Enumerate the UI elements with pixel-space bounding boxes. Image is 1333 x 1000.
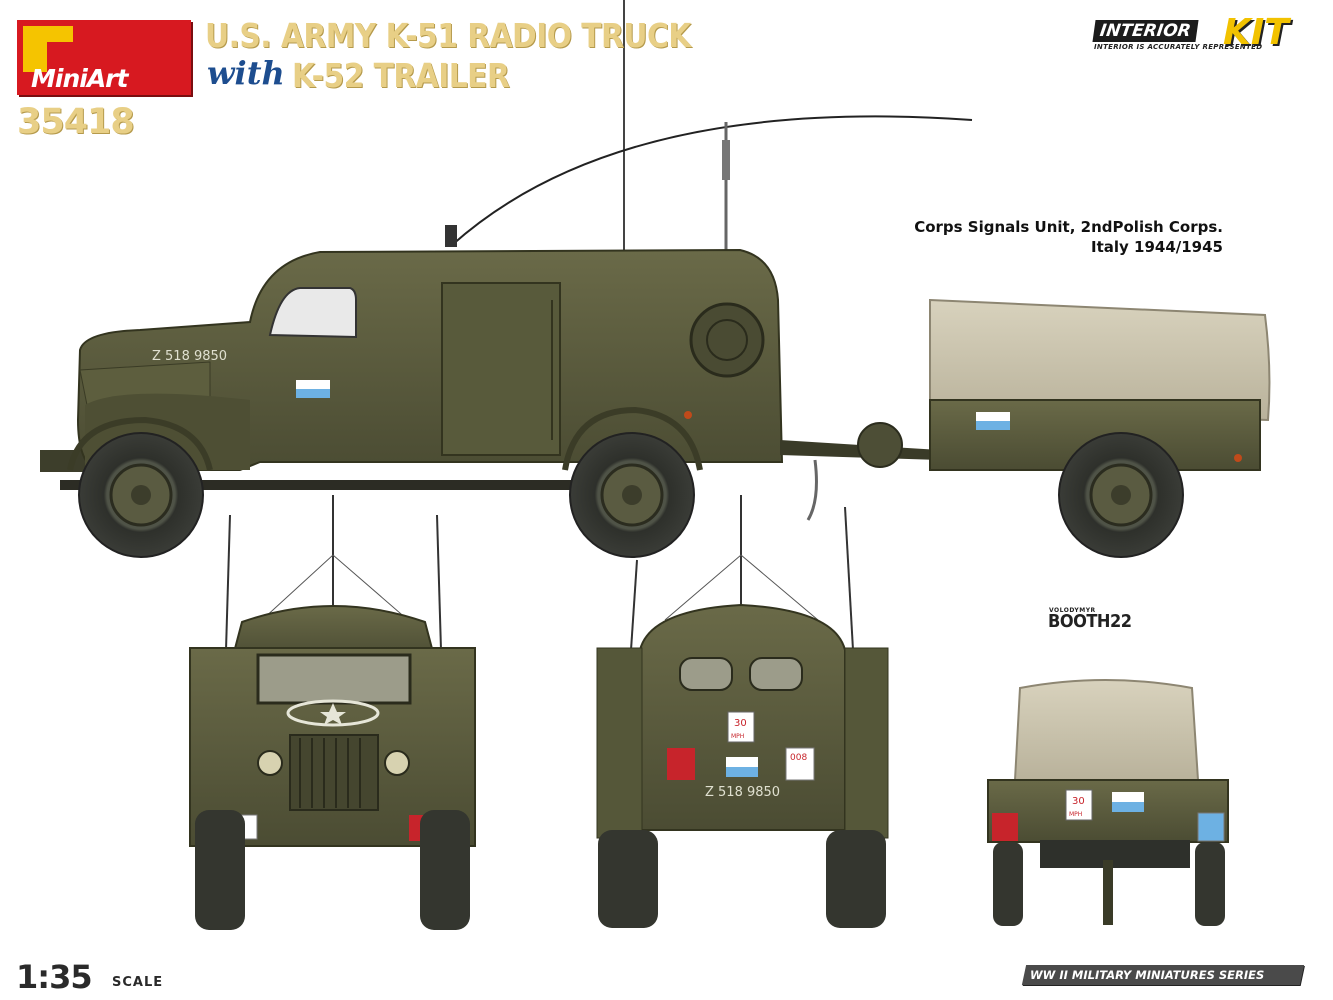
artist-signature: BOOTH22 [1048, 611, 1132, 632]
logo-wordmark: MiniArt [31, 64, 128, 93]
location-caption: Italy 1944/1945 [1091, 238, 1223, 256]
miniart-logo: MiniArt [17, 20, 191, 95]
title-line-2: K-52 TRAILER [292, 56, 510, 95]
trailer-rear-view: 30 MPH [987, 679, 1229, 926]
svg-text:008: 008 [790, 753, 807, 763]
svg-text:Z 518 9850: Z 518 9850 [705, 785, 780, 800]
svg-text:Z 518 9850: Z 518 9850 [152, 349, 227, 364]
svg-text:30: 30 [734, 718, 747, 729]
title-with-word: with [207, 54, 285, 92]
badge-interior-word: INTERIOR [1092, 20, 1199, 42]
scale-value: 1:35 [16, 958, 93, 996]
front-view [189, 495, 476, 930]
svg-text:30: 30 [1072, 796, 1085, 807]
side-view: Z 518 9850 [40, 0, 1271, 558]
svg-text:MPH: MPH [1069, 811, 1082, 818]
artist-first-name: VOLODYMYR [1049, 607, 1096, 614]
scale-label: SCALE [112, 975, 164, 990]
svg-text:MPH: MPH [731, 733, 744, 740]
interior-kit-badge: INTERIOR KIT INTERIOR IS ACCURATELY REPR… [1088, 12, 1318, 62]
series-label: WW II MILITARY MINIATURES SERIES [1030, 968, 1265, 982]
antenna-whip [451, 115, 973, 246]
kit-number: 35418 [17, 102, 135, 142]
rear-view: 30 MPH 008 Z 518 9850 [596, 495, 889, 928]
badge-kit-word: KIT [1223, 12, 1289, 53]
unit-caption: Corps Signals Unit, 2ndPolish Corps. [914, 218, 1223, 236]
badge-subtitle: INTERIOR IS ACCURATELY REPRESENTED [1094, 43, 1263, 51]
logo-cutout [47, 42, 73, 72]
title-line-1: U.S. ARMY K-51 RADIO TRUCK [205, 16, 691, 55]
